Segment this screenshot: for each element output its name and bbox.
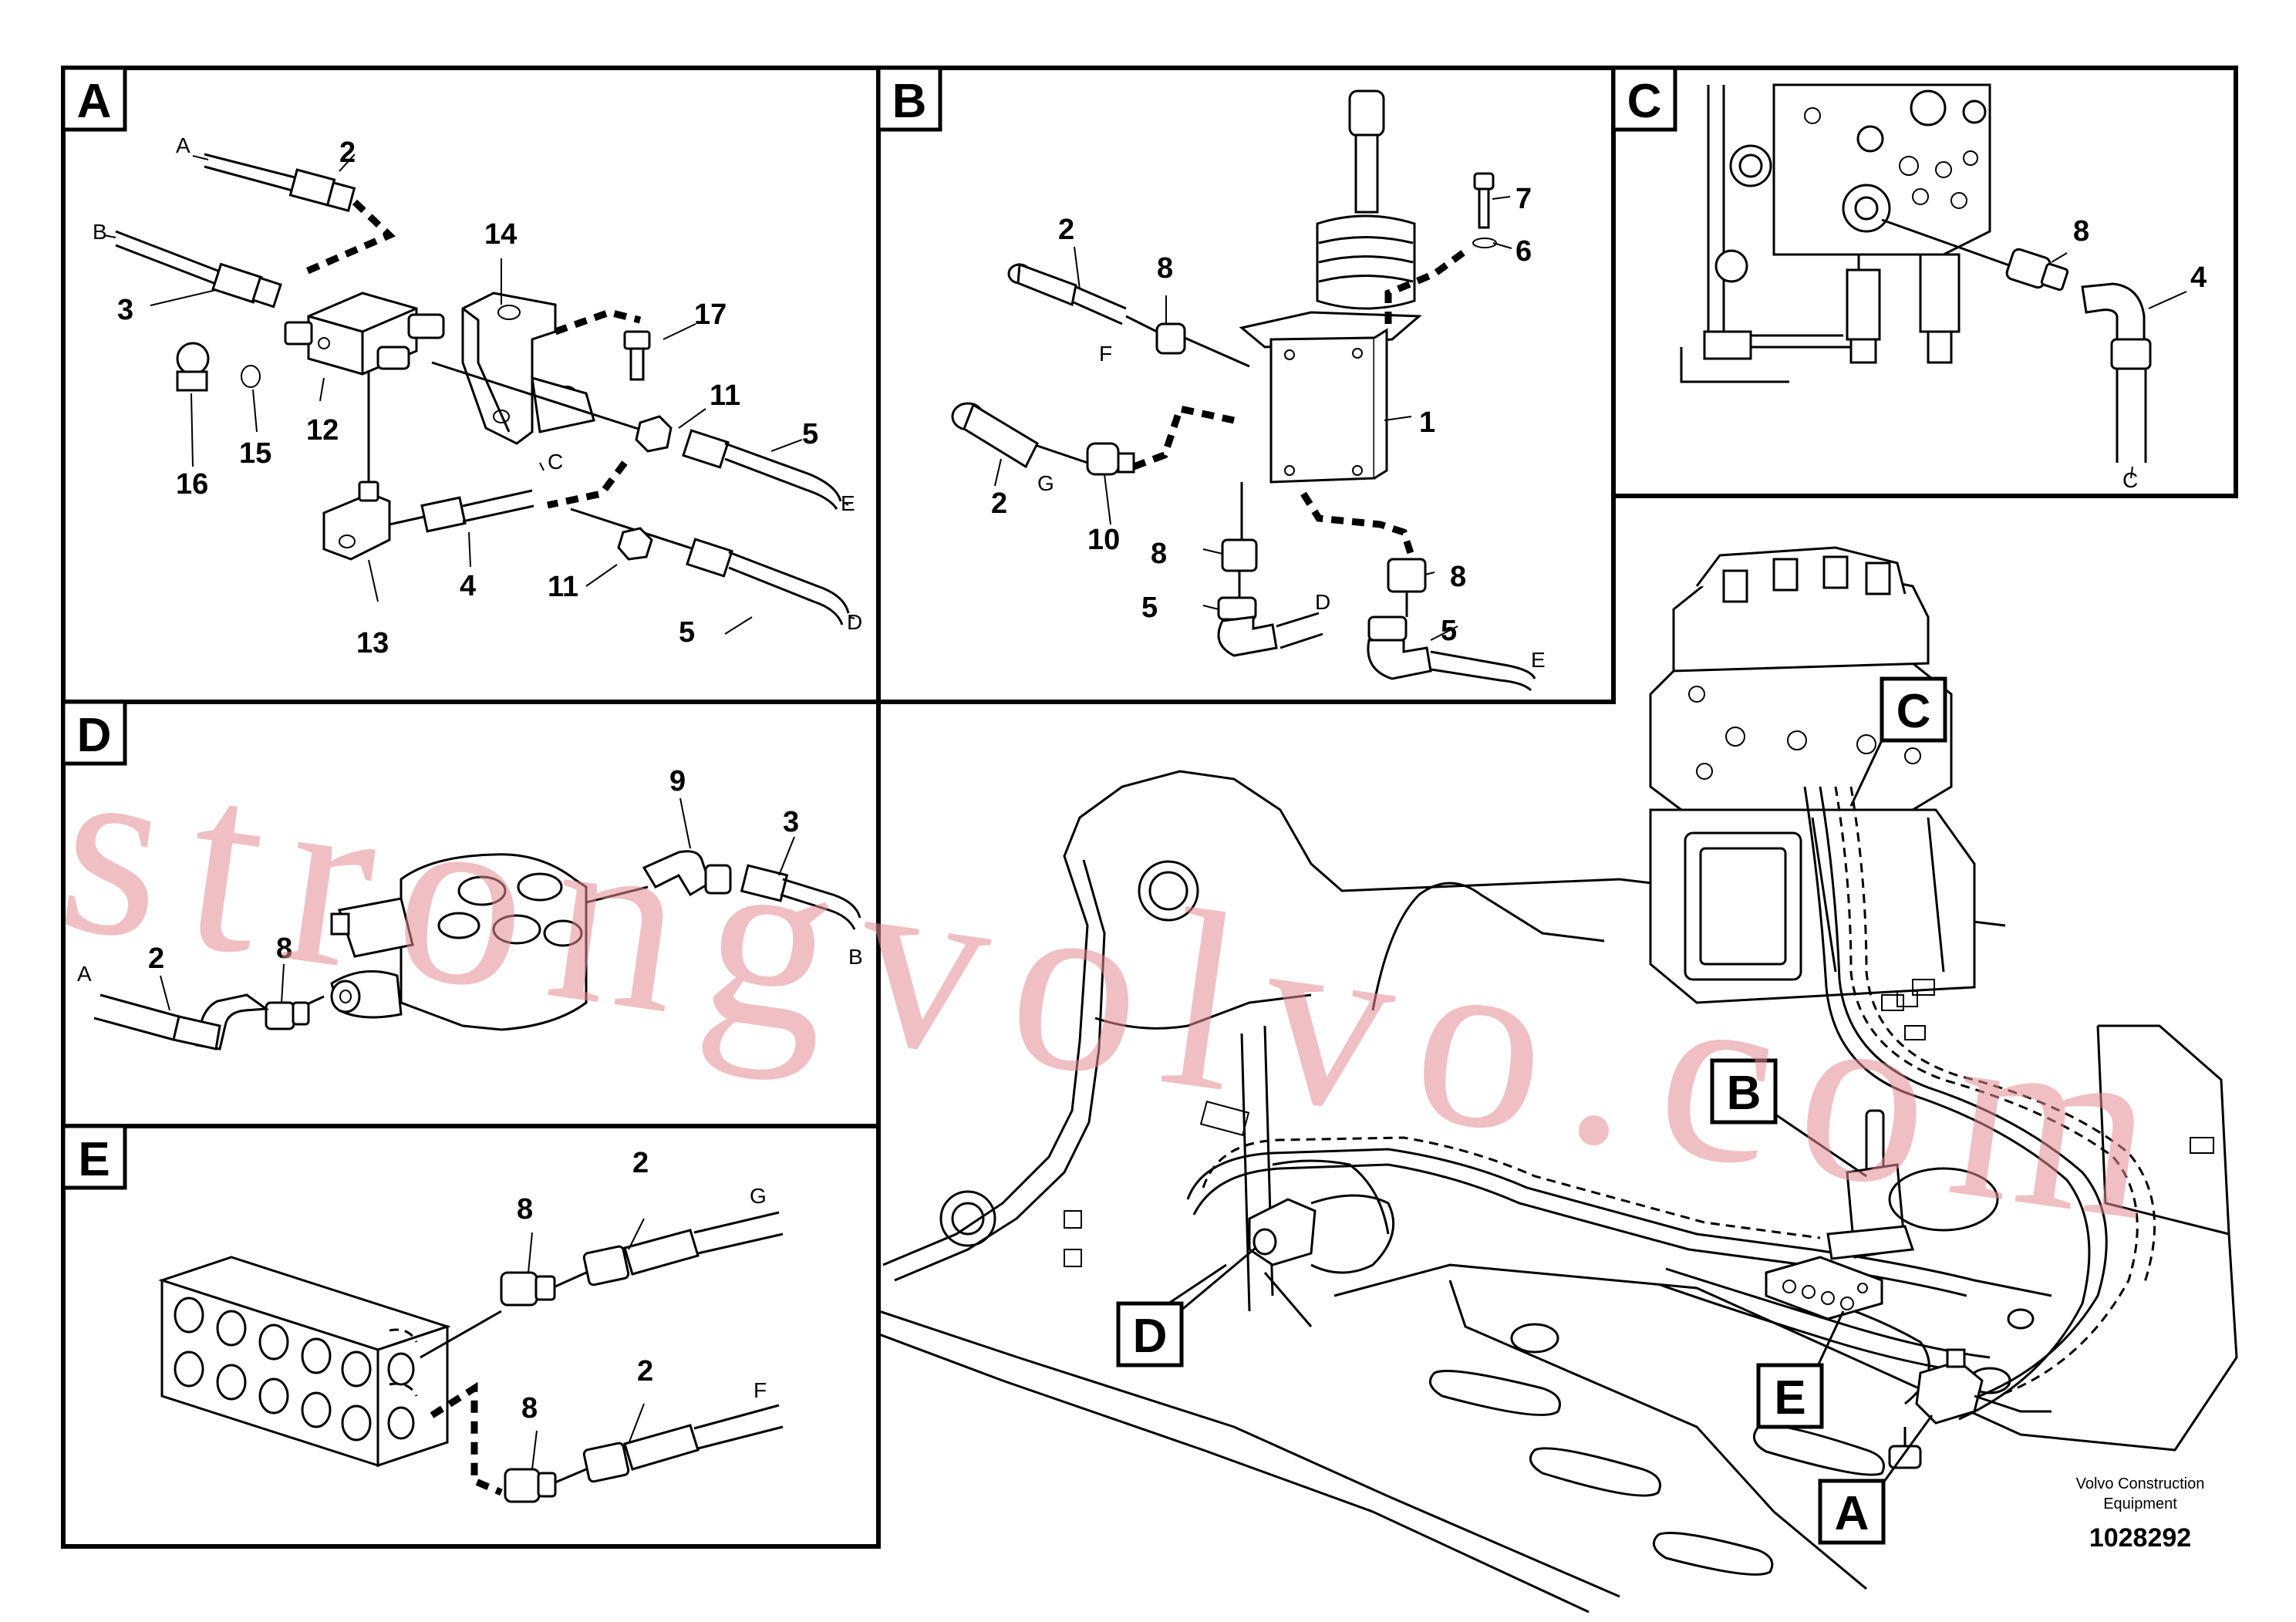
callout-d: D — [1116, 1246, 1256, 1367]
callout-d-letter: D — [1133, 1310, 1168, 1363]
label-d-8: 8 — [276, 932, 292, 965]
panel-e-labels: 8 2 G 8 2 F — [517, 1147, 767, 1425]
panel-a-letter: A — [77, 75, 112, 128]
label-a-11-upper: 11 — [710, 379, 740, 412]
credit-line-2: Equipment — [2103, 1496, 2177, 1512]
label-a-15: 15 — [239, 437, 271, 470]
label-b-5-left: 5 — [1141, 592, 1158, 624]
label-a-hose-c: C — [548, 450, 563, 474]
port-holes — [174, 1297, 415, 1442]
label-b-7: 7 — [1515, 183, 1532, 215]
label-d-2: 2 — [148, 943, 164, 975]
label-a-13: 13 — [356, 627, 389, 659]
panel-d-labels: 9 3 B 2 8 A — [77, 765, 863, 986]
panel-c-drawing — [1680, 83, 2187, 479]
label-e-8-lower: 8 — [521, 1392, 538, 1425]
callout-b: B — [1710, 1058, 1867, 1178]
callout-b-letter: B — [1727, 1067, 1762, 1120]
label-a-11-lower: 11 — [548, 571, 578, 603]
label-b-2-upper: 2 — [1058, 214, 1074, 246]
label-d-hose-a: A — [77, 962, 92, 986]
panel-d-letter: D — [77, 709, 112, 762]
panel-d-drawing — [93, 798, 861, 1050]
label-d-3: 3 — [783, 806, 799, 838]
label-b-1: 1 — [1419, 406, 1435, 439]
callout-c: C — [1849, 676, 1947, 807]
label-b-5-right: 5 — [1441, 615, 1457, 647]
label-a-3: 3 — [117, 294, 133, 326]
panel-b-drawing — [951, 89, 1536, 692]
label-a-12: 12 — [306, 414, 339, 447]
label-e-2-upper: 2 — [632, 1147, 649, 1179]
label-d-hose-b: B — [848, 945, 863, 969]
callout-a-letter: A — [1835, 1487, 1870, 1540]
label-a-5-lower: 5 — [679, 616, 695, 649]
label-a-hose-a: A — [176, 133, 190, 157]
label-e-2-lower: 2 — [637, 1355, 653, 1388]
callout-a: A — [1818, 1415, 1934, 1545]
label-a-16: 16 — [176, 468, 208, 501]
label-e-hose-g: G — [750, 1184, 767, 1208]
panel-b-labels: 2 8 7 6 F 1 G 2 10 8 8 5 D 5 E — [991, 183, 1546, 672]
panel-c-labels: 8 4 C — [2073, 215, 2207, 492]
machine-overview — [878, 546, 2238, 1614]
label-a-2: 2 — [339, 137, 356, 169]
label-e-hose-f: F — [754, 1378, 767, 1402]
label-b-2-lower: 2 — [991, 487, 1007, 520]
panel-e-letter: E — [78, 1133, 110, 1186]
panel-e-drawing — [158, 1211, 784, 1503]
label-c-8: 8 — [2073, 215, 2089, 248]
callout-e: E — [1756, 1310, 1845, 1429]
label-b-8-upper: 8 — [1157, 252, 1173, 285]
callout-e-letter: E — [1774, 1371, 1805, 1425]
label-b-hose-g: G — [1037, 471, 1054, 495]
credit-line-1: Volvo Construction — [2076, 1475, 2205, 1492]
label-a-5-upper: 5 — [802, 418, 818, 450]
label-a-4: 4 — [460, 570, 476, 602]
panel-c-letter: C — [1627, 75, 1662, 128]
label-a-17: 17 — [694, 298, 727, 331]
label-b-8-right: 8 — [1450, 561, 1466, 593]
label-b-hose-d: D — [1315, 590, 1330, 614]
label-a-hose-b: B — [93, 220, 107, 244]
label-b-hose-f: F — [1099, 342, 1112, 366]
panel-a-drawing — [103, 153, 855, 635]
label-e-8-upper: 8 — [517, 1193, 533, 1226]
label-d-9: 9 — [669, 765, 686, 798]
label-b-hose-e: E — [1531, 648, 1546, 672]
label-b-6: 6 — [1515, 235, 1532, 268]
label-b-8-left: 8 — [1151, 538, 1167, 570]
label-c-4: 4 — [2190, 261, 2207, 294]
label-b-10: 10 — [1087, 524, 1120, 556]
label-a-hose-d: D — [847, 610, 862, 634]
panel-b-letter: B — [892, 75, 927, 128]
label-a-hose-e: E — [841, 491, 855, 515]
panel-a-labels: A 2 B 3 14 17 12 15 16 11 5 C E 4 11 5 D… — [93, 133, 862, 659]
callout-c-letter: C — [1896, 685, 1931, 738]
label-c-hose-c: C — [2122, 468, 2138, 492]
label-a-14: 14 — [484, 218, 517, 251]
drawing-number: 1028292 — [2089, 1523, 2191, 1553]
